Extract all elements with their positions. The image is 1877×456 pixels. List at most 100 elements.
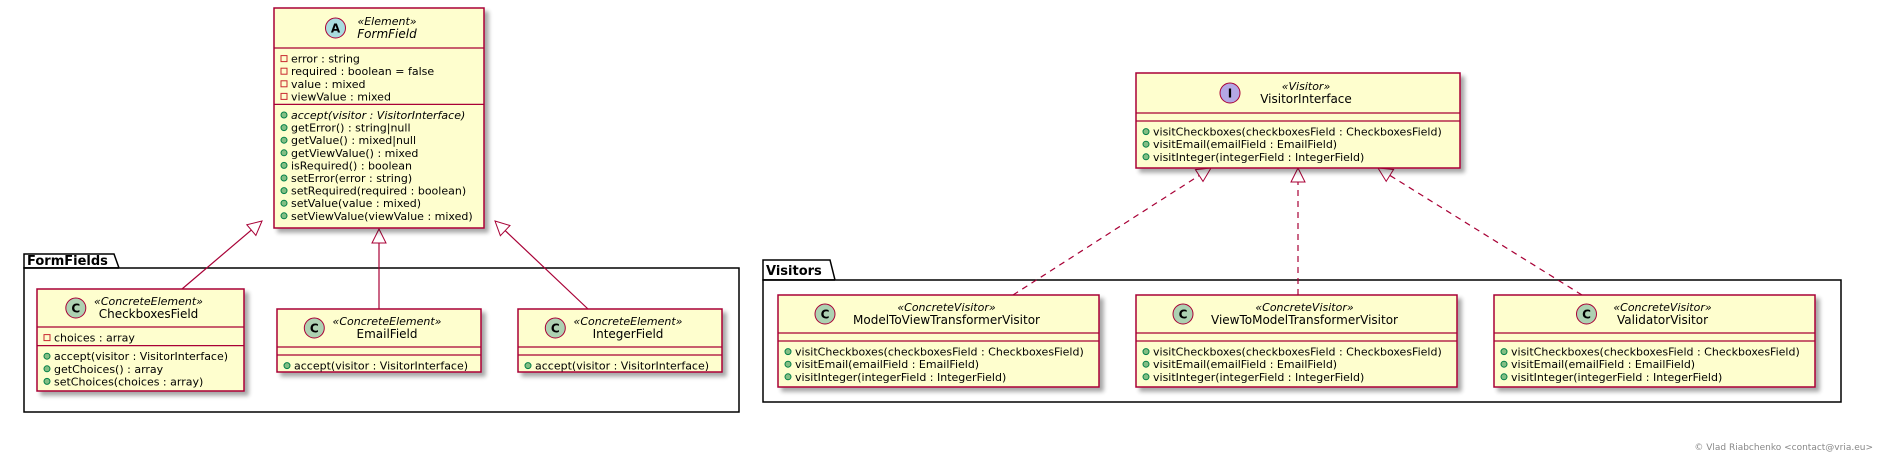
copyright-footer: © Vlad Riabchenko <contact@vria.eu> <box>1694 443 1873 453</box>
package-formfields-label: FormFields <box>27 254 108 269</box>
class-visitor-interface-name: VisitorInterface <box>1260 92 1352 106</box>
class-checkboxes-method: setChoices(choices : array) <box>54 375 203 388</box>
class-view-to-model-kind-letter: C <box>1179 308 1188 322</box>
public-visibility-icon <box>1500 373 1508 381</box>
public-visibility-icon <box>1500 360 1508 368</box>
public-visibility-icon <box>280 161 288 169</box>
class-checkboxes-field: choices : array <box>54 332 135 345</box>
class-validator-method: visitCheckboxes(checkboxesField : Checkb… <box>1511 346 1800 359</box>
class-email-kind-icon <box>303 317 325 339</box>
class-formfield-method: setError(error : string) <box>291 172 412 185</box>
public-visibility-icon <box>280 111 288 119</box>
edge-integer-extends-formfield-line <box>504 230 589 310</box>
relationship-edges <box>181 166 1583 310</box>
class-email-name: EmailField <box>357 327 418 341</box>
public-visibility-icon <box>1142 360 1150 368</box>
edge-email-extends-formfield-arrowhead <box>371 227 387 244</box>
public-visibility-icon <box>280 199 288 207</box>
edge-integer-extends-formfield-arrowhead <box>494 220 511 237</box>
public-visibility-icon <box>524 362 532 370</box>
class-visitor-interface-kind-letter: I <box>1228 87 1232 101</box>
class-validator-kind-icon <box>1576 303 1597 325</box>
class-validator-method: visitEmail(emailField : EmailField) <box>1511 358 1695 371</box>
class-formfield-box <box>273 7 485 229</box>
private-visibility-icon <box>280 67 288 75</box>
class-integer-stereotype: «ConcreteElement» <box>574 315 683 328</box>
class-view-to-model-kind-icon <box>1172 303 1194 325</box>
class-formfield: A «Element»FormField error : stringrequire… <box>273 7 485 229</box>
class-view-to-model-method: visitEmail(emailField : EmailField) <box>1153 358 1337 371</box>
public-visibility-icon <box>1500 348 1508 356</box>
public-visibility-icon <box>784 360 792 368</box>
class-formfield-method: setRequired(required : boolean) <box>291 185 466 198</box>
edge-viewtomodel-implements-visitor-arrowhead <box>1290 166 1306 183</box>
class-checkboxes-kind-icon <box>65 297 87 319</box>
public-visibility-icon <box>1142 140 1150 148</box>
public-visibility-icon <box>1142 348 1150 356</box>
public-visibility-icon <box>1142 153 1150 161</box>
class-email-kind-letter: C <box>310 322 319 336</box>
class-formfield-field: required : boolean = false <box>291 65 434 78</box>
class-formfield-field: error : string <box>291 53 360 66</box>
class-validator: C «ConcreteVisitor»ValidatorVisitor visitC… <box>1493 294 1816 388</box>
public-visibility-icon <box>43 365 51 373</box>
class-model-to-view-kind-icon <box>814 303 836 325</box>
edge-checkboxes-extends-formfield-line <box>181 229 252 290</box>
class-integer-method: accept(visitor : VisitorInterface) <box>535 360 709 373</box>
edge-integer-extends-formfield <box>504 230 589 310</box>
class-formfield-kind-letter: A <box>331 22 341 36</box>
class-model-to-view-method: visitEmail(emailField : EmailField) <box>795 358 979 371</box>
public-visibility-icon <box>280 124 288 132</box>
class-visitor-interface-kind-icon <box>1219 82 1241 104</box>
class-checkboxes-kind-letter: C <box>71 302 80 316</box>
class-visitor-interface-stereotype: «Visitor» <box>1282 80 1331 93</box>
class-formfield-stereotype: «Element» <box>357 15 416 28</box>
class-formfield-field: viewValue : mixed <box>291 90 391 103</box>
class-formfield-method: accept(visitor : VisitorInterface) <box>291 109 465 122</box>
private-visibility-icon <box>280 55 288 63</box>
class-view-to-model-method: visitInteger(integerField : IntegerField… <box>1153 371 1364 384</box>
edge-modeltoview-implements-visitor-arrowhead <box>1194 167 1212 183</box>
private-visibility-icon <box>280 92 288 100</box>
class-integer-kind-icon <box>544 317 566 339</box>
public-visibility-icon <box>280 174 288 182</box>
class-email: C«ConcreteElement»EmailFieldaccept(visit… <box>276 308 482 373</box>
public-visibility-icon <box>283 362 291 370</box>
class-model-to-view: C«ConcreteVisitor»ModelToViewTransformer… <box>777 294 1100 388</box>
class-email-method: accept(visitor : VisitorInterface) <box>294 360 468 373</box>
class-checkboxes-name: CheckboxesField <box>99 307 199 321</box>
public-visibility-icon <box>43 352 51 360</box>
public-visibility-icon <box>280 149 288 157</box>
private-visibility-icon <box>43 334 51 342</box>
edge-checkboxes-extends-formfield-arrowhead <box>245 220 263 237</box>
public-visibility-icon <box>784 348 792 356</box>
public-visibility-icon <box>1142 128 1150 136</box>
class-validator-kind-letter: C <box>1582 308 1591 322</box>
public-visibility-icon <box>1142 373 1150 381</box>
class-validator-method: visitInteger(integerField : IntegerField… <box>1511 371 1722 384</box>
class-validator-stereotype: «ConcreteVisitor» <box>1613 301 1712 314</box>
class-integer-kind-letter: C <box>551 322 560 336</box>
public-visibility-icon <box>43 377 51 385</box>
class-model-to-view-method: visitCheckboxes(checkboxesField : Checkb… <box>795 346 1084 359</box>
class-formfield-field: value : mixed <box>291 78 365 91</box>
class-integer: C«ConcreteElement»IntegerFieldaccept(vis… <box>517 308 723 373</box>
class-formfield-method: isRequired() : boolean <box>291 159 412 172</box>
class-formfield-name: FormField <box>357 27 417 41</box>
class-formfield-method: getViewValue() : mixed <box>291 147 418 160</box>
edge-modeltoview-implements-visitor-line <box>1012 175 1200 296</box>
edge-validator-implements-visitor <box>1389 174 1583 296</box>
class-formfield-method: setValue(value : mixed) <box>291 197 421 210</box>
class-checkboxes-method: accept(visitor : VisitorInterface) <box>54 350 228 363</box>
public-visibility-icon <box>280 187 288 195</box>
class-visitor-interface-method: visitEmail(emailField : EmailField) <box>1153 138 1337 151</box>
edge-validator-implements-visitor-line <box>1389 174 1583 296</box>
class-model-to-view-stereotype: «ConcreteVisitor» <box>897 301 996 314</box>
class-visitor-interface-method: visitCheckboxes(checkboxesField : Checkb… <box>1153 126 1442 139</box>
edge-modeltoview-implements-visitor <box>1012 175 1200 296</box>
edge-checkboxes-extends-formfield <box>181 229 252 290</box>
public-visibility-icon <box>280 136 288 144</box>
class-validator-name: ValidatorVisitor <box>1617 313 1708 327</box>
class-formfield-method: getError() : string|null <box>291 122 411 135</box>
